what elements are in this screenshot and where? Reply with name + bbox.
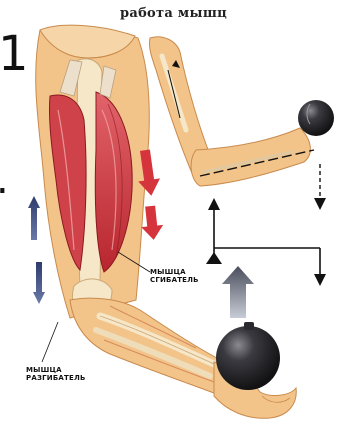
edge-mark-mid: . (0, 160, 9, 200)
lift-up-arrow (222, 266, 254, 318)
extensor-label: МЫШЦА РАЗГИБАТЕЛЬ (26, 366, 86, 382)
extensor-label-line1: МЫШЦА (26, 366, 86, 374)
forearm-skin (70, 298, 232, 396)
small-forearm (191, 128, 310, 186)
flexor-label-line2: СГИБАТЕЛЬ (150, 276, 199, 284)
extensor-label-line2: РАЗГИБАТЕЛЬ (26, 374, 86, 382)
extensor-arrow-upper (28, 196, 40, 240)
weight-ball-large (216, 322, 280, 390)
extensor-stretch-arrows (28, 196, 45, 304)
flexor-label-line1: МЫШЦА (150, 268, 199, 276)
fulcrum-triangle (206, 252, 222, 264)
extensor-arrow-lower (33, 262, 45, 304)
small-weight-ball (298, 100, 334, 136)
small-arm-schematic (149, 37, 334, 186)
edge-mark-top: 1 (0, 30, 29, 78)
flexor-label: МЫШЦА СГИБАТЕЛЬ (150, 268, 199, 284)
